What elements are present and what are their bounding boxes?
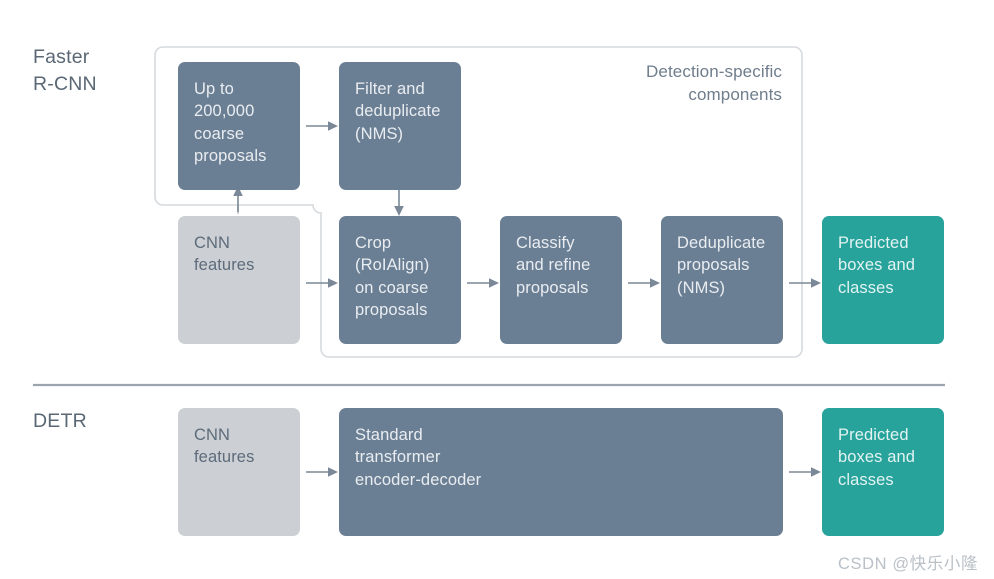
node-predicted-boxes-bottom[interactable]: Predicted boxes and classes: [822, 408, 944, 536]
node-predicted-boxes-top[interactable]: Predicted boxes and classes: [822, 216, 944, 344]
node-deduplicate-nms[interactable]: Deduplicate proposals (NMS): [661, 216, 783, 344]
arrow-filter-to-crop: [394, 190, 404, 216]
node-cnn-features-bottom[interactable]: CNN features: [178, 408, 300, 536]
node-filter-nms[interactable]: Filter and deduplicate (NMS): [339, 62, 461, 190]
node-crop-roialign[interactable]: Crop (RoIAlign) on coarse proposals: [339, 216, 461, 344]
arrow-classify-to-dedup: [628, 278, 660, 288]
arrow-crop-to-classify: [467, 278, 499, 288]
arrow-cnn-to-transformer: [306, 467, 338, 477]
row-label-faster-rcnn: Faster R-CNN: [33, 46, 97, 95]
arrow-dedup-to-predicted: [789, 278, 821, 288]
arrow-cnn-to-crop: [306, 278, 338, 288]
node-standard-transformer[interactable]: Standard transformer encoder-decoder: [339, 408, 783, 536]
arrow-transformer-to-predicted: [789, 467, 821, 477]
group-caption-detection-specific: Detection-specific components: [646, 62, 782, 104]
node-coarse-proposals[interactable]: Up to 200,000 coarse proposals: [178, 62, 300, 190]
arrow-proposals-to-filter: [306, 121, 338, 131]
row-label-detr: DETR: [33, 410, 87, 432]
node-classify-refine[interactable]: Classify and refine proposals: [500, 216, 622, 344]
watermark-label: CSDN @快乐小隆: [838, 555, 979, 573]
node-cnn-features-top[interactable]: CNN features: [178, 216, 300, 344]
